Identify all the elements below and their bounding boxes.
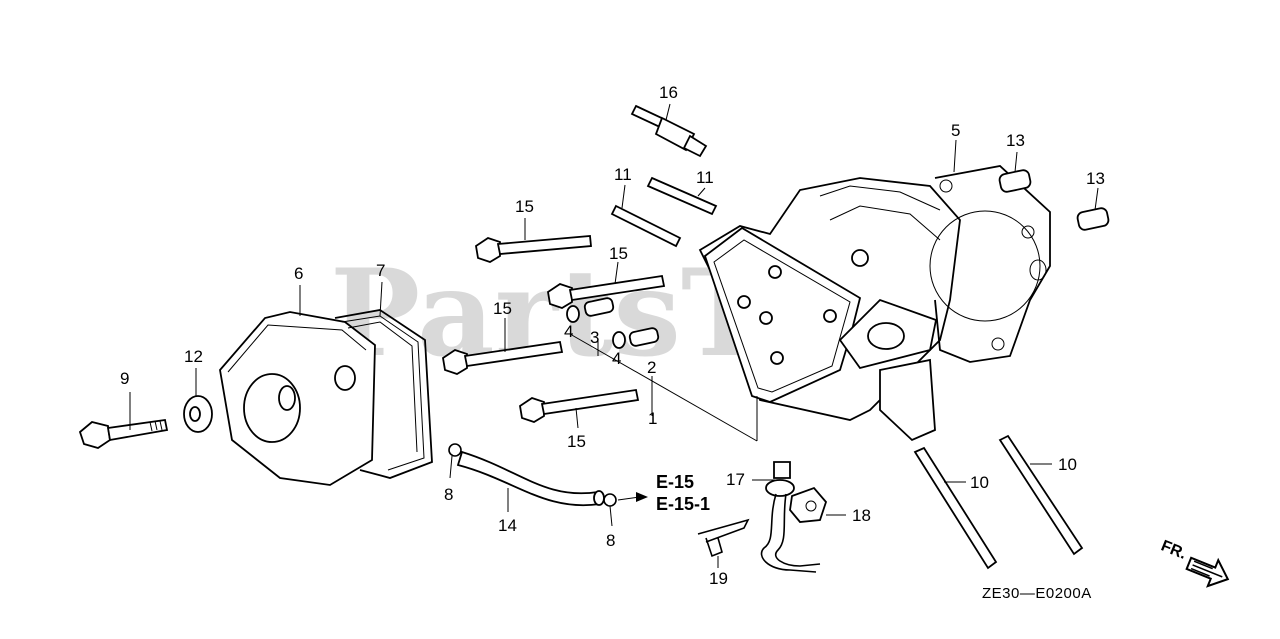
callout-4: 4 — [612, 349, 621, 368]
reference-e15-1[interactable]: E-15-1 — [656, 494, 710, 514]
breather-tube-part — [456, 450, 605, 507]
wire-clip-part — [697, 518, 750, 558]
callout-18: 18 — [852, 506, 871, 525]
callout-15: 15 — [493, 299, 512, 318]
callout-10: 10 — [970, 473, 989, 492]
front-label: FR. — [1158, 538, 1188, 563]
callout-labels: 1 2 3 4 4 5 6 7 8 8 9 10 10 11 11 12 13 … — [120, 83, 1105, 588]
cover-bolt-part — [78, 418, 169, 449]
callout-19: 19 — [709, 569, 728, 588]
stud-bolt-part — [610, 176, 718, 248]
callout-11: 11 — [696, 168, 714, 187]
callout-15: 15 — [609, 244, 628, 263]
cylinder-head-part — [698, 177, 961, 442]
grommet-part — [789, 486, 828, 523]
callout-12: 12 — [184, 347, 203, 366]
reference-e15[interactable]: E-15 — [656, 472, 694, 492]
spark-plug-part — [630, 104, 708, 158]
callout-14: 14 — [498, 516, 517, 535]
front-arrow-icon — [1185, 556, 1230, 588]
callout-13: 13 — [1006, 131, 1025, 150]
callout-2: 2 — [647, 358, 656, 377]
callout-9: 9 — [120, 369, 129, 388]
callout-8: 8 — [606, 531, 615, 550]
head-bolt-part — [442, 235, 666, 423]
head-dowel-part — [998, 169, 1110, 231]
callout-4: 4 — [564, 322, 573, 341]
callout-15: 15 — [567, 432, 586, 451]
callout-15: 15 — [515, 197, 534, 216]
head-cover-gasket-part — [334, 309, 433, 479]
callout-17: 17 — [726, 470, 745, 489]
head-cover-part — [219, 311, 376, 486]
callout-13: 13 — [1086, 169, 1105, 188]
oil-sensor-part — [760, 461, 821, 573]
leader-lines — [129, 103, 1099, 568]
callout-3: 3 — [590, 328, 599, 347]
callout-6: 6 — [294, 264, 303, 283]
callout-1: 1 — [648, 409, 657, 428]
front-direction-marker: FR. — [1158, 538, 1230, 588]
callout-11: 11 — [614, 165, 632, 184]
front-arrow-hatch — [1190, 560, 1223, 578]
head-stud-part — [913, 434, 1084, 570]
callout-5: 5 — [951, 121, 960, 140]
dowel-pin-part — [566, 297, 660, 349]
diagram-code: ZE30—E0200A — [982, 585, 1092, 602]
callout-7: 7 — [376, 261, 385, 280]
callout-16: 16 — [659, 83, 678, 102]
callout-8: 8 — [444, 485, 453, 504]
washer-part — [183, 395, 213, 433]
callout-10: 10 — [1058, 455, 1077, 474]
